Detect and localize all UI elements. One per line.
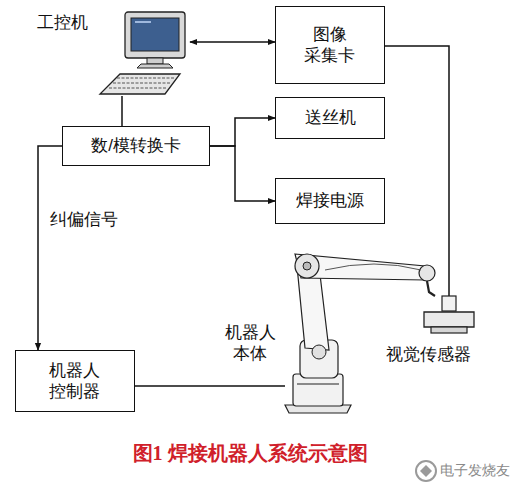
figure-caption: 图1 焊接机器人系统示意图 — [40, 440, 460, 467]
connector — [135, 385, 285, 387]
node-label: 图像 采集卡 — [303, 24, 357, 67]
watermark-logo — [416, 461, 436, 481]
node-label: 焊接电源 — [296, 190, 364, 211]
connector — [38, 146, 62, 350]
process-box: 机器人 控制器 — [15, 350, 135, 412]
text-stack: 视觉传感器 — [386, 344, 471, 365]
node-label: 送丝机 — [305, 107, 356, 128]
text-stack: 图像 采集卡 — [303, 24, 357, 67]
text-stack: 机器人 控制器 — [48, 360, 102, 403]
robot-illustration — [285, 240, 445, 415]
text-stack: 焊接电源 — [296, 190, 364, 211]
process-box: 数/模转换卡 — [62, 126, 210, 166]
text-stack: 数/模转换卡 — [91, 135, 181, 156]
signal-label: 纠偏信号 — [48, 208, 120, 231]
connector — [385, 46, 449, 296]
computer-icon — [95, 10, 190, 96]
process-box: 送丝机 — [275, 97, 385, 139]
connector — [121, 96, 123, 126]
node-label: 机器人 控制器 — [48, 360, 102, 403]
watermark: 电子发烧友 — [440, 462, 510, 480]
connector — [190, 41, 275, 43]
connector — [210, 118, 275, 146]
text-stack: 送丝机 — [305, 107, 356, 128]
text-stack: 机器人 本体 — [223, 322, 277, 365]
text-stack: 工控机 — [37, 12, 88, 33]
sensor-node: 视觉传感器 — [420, 296, 478, 336]
connector — [210, 146, 275, 201]
process-box: 图像 采集卡 — [275, 6, 385, 84]
vision-sensor-icon — [420, 296, 478, 336]
process-box: 焊接电源 — [275, 178, 385, 224]
node-label: 视觉传感器 — [386, 344, 471, 365]
node-label: 机器人 本体 — [223, 322, 277, 365]
computer-node: 工控机 — [95, 10, 190, 96]
node-label: 工控机 — [37, 12, 88, 33]
robot-node: 机器人 本体 — [285, 240, 445, 415]
node-label: 数/模转换卡 — [91, 135, 181, 156]
